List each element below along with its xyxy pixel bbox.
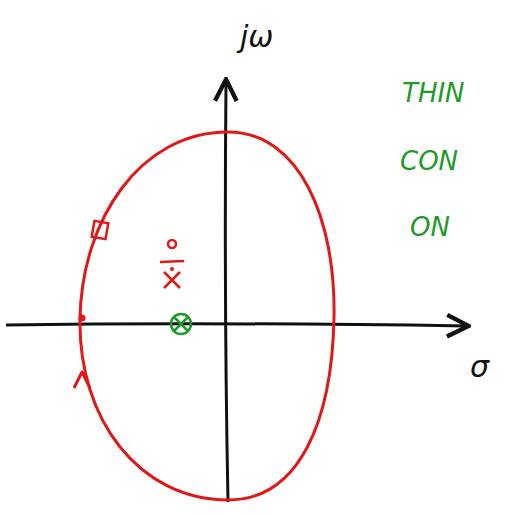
axis-label: σ xyxy=(470,352,489,382)
pole-mark xyxy=(164,272,180,288)
point-marker xyxy=(92,221,109,239)
circled-pole xyxy=(171,314,191,334)
nyquist-contour xyxy=(80,132,334,500)
real-axis xyxy=(6,324,466,326)
note-text: THIN xyxy=(402,80,465,106)
imaginary-axis xyxy=(225,82,228,502)
note-text: CON xyxy=(400,148,458,174)
zero-mark xyxy=(168,240,176,248)
dash-mark xyxy=(160,261,184,262)
note-text: ON xyxy=(410,214,450,240)
circled-pole-cross xyxy=(174,317,188,331)
direction-arrow xyxy=(74,372,90,388)
dot-mark xyxy=(170,267,174,271)
axis-label: jω xyxy=(240,22,273,52)
point-dot xyxy=(79,315,86,322)
